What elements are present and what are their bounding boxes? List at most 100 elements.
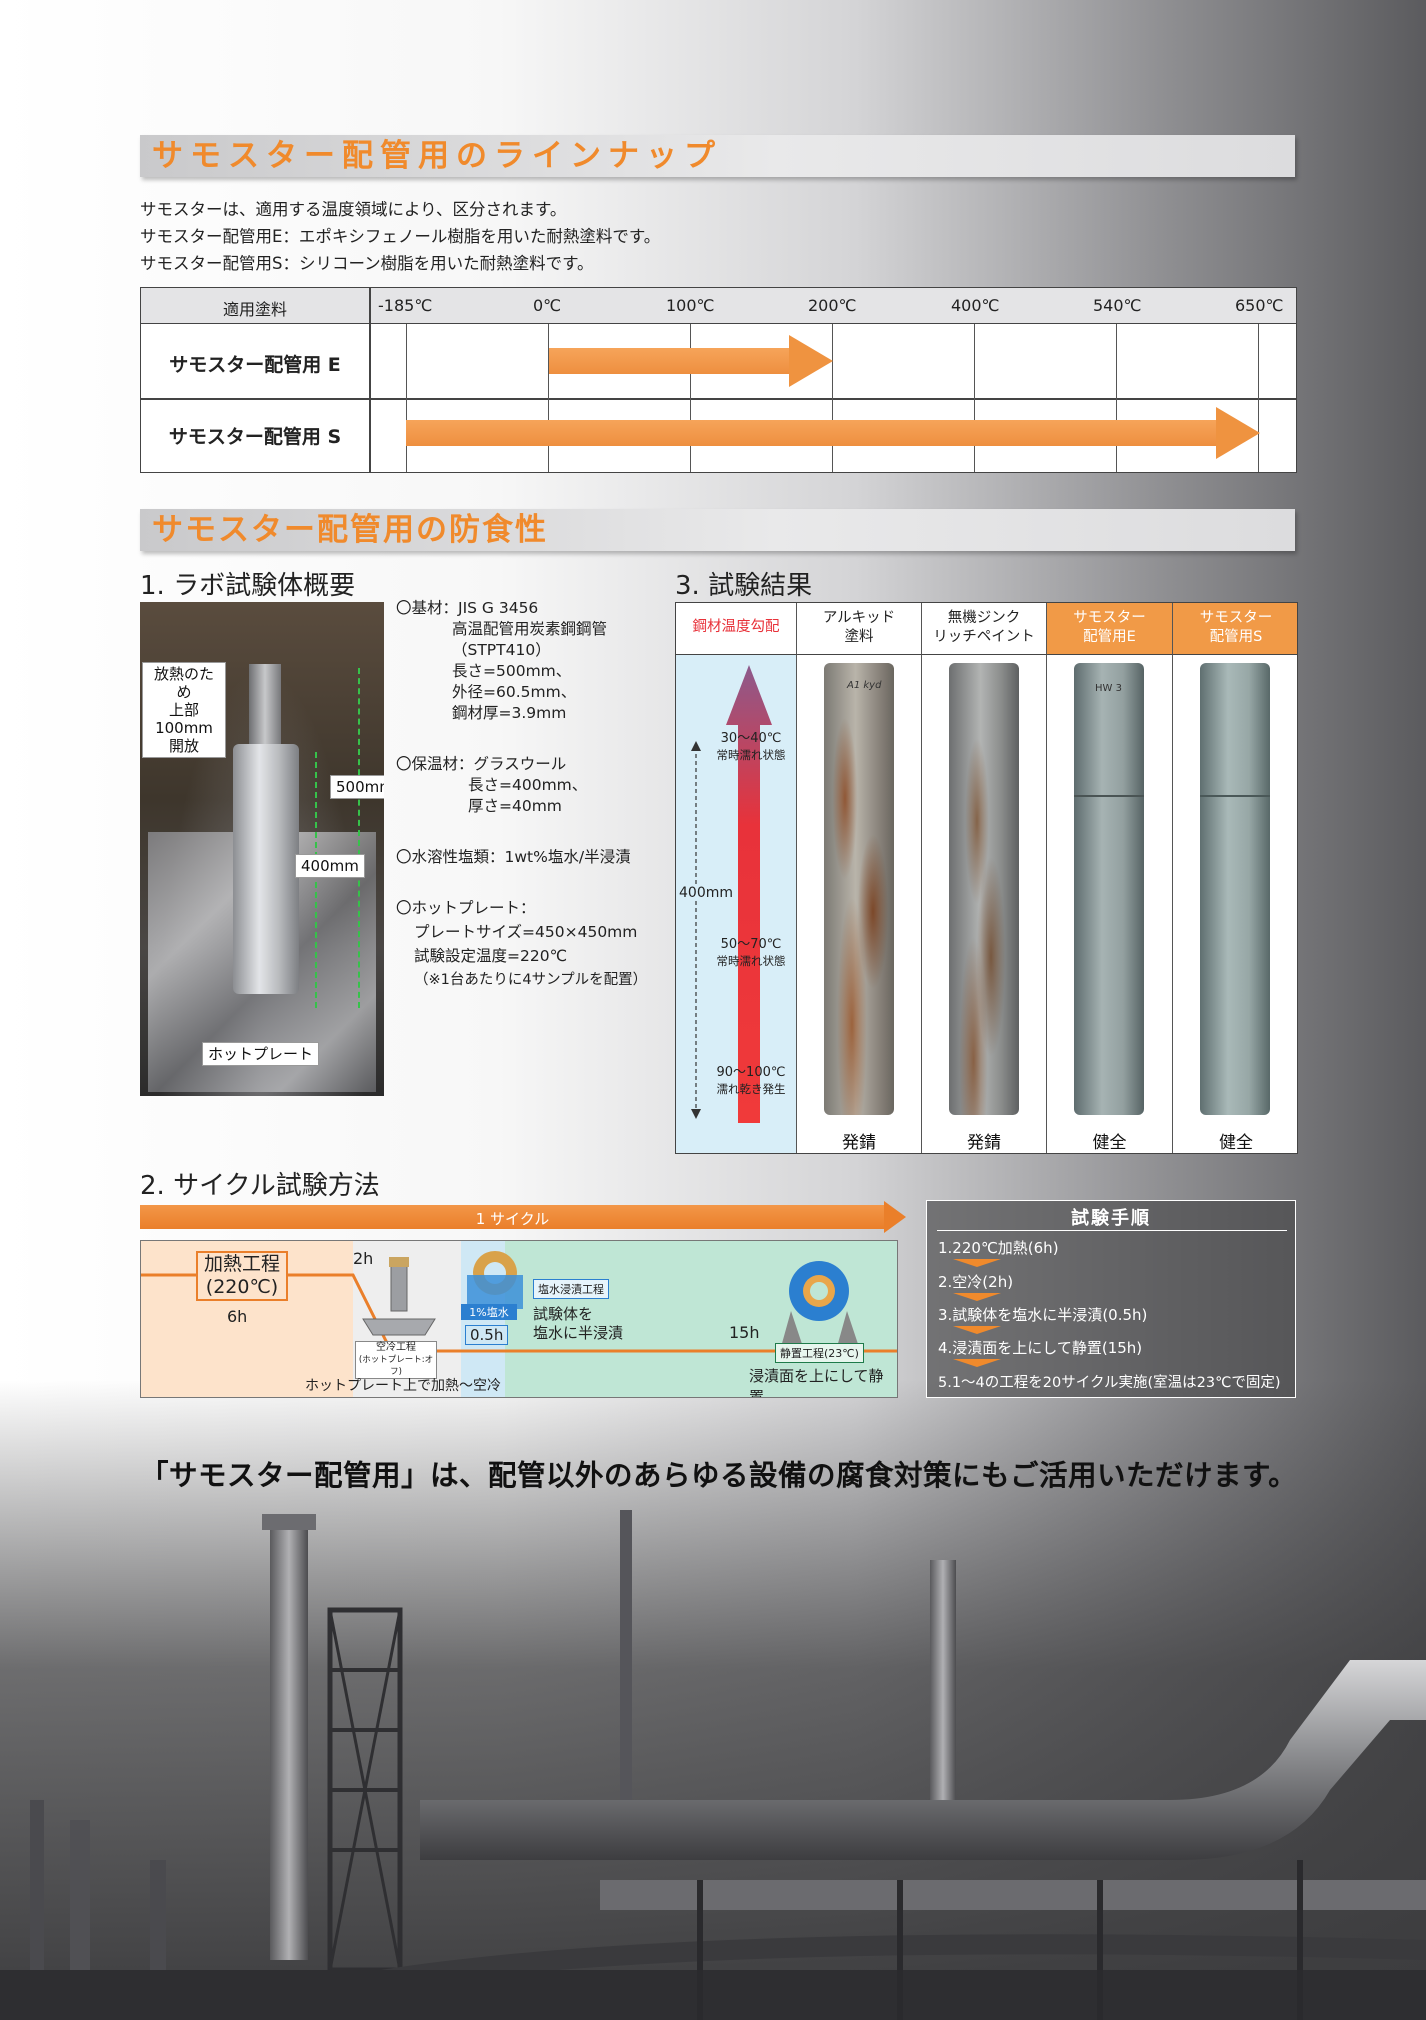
product-s-name: サモスター配管用 S <box>168 426 342 448</box>
cool-caption: ホットプレート上で加熱～空冷 <box>305 1378 501 1394</box>
healthy-specimen-s <box>1200 663 1270 1115</box>
spec-line: 厚さ=40mm <box>468 797 562 815</box>
lineup-header-label: 適用塗料 <box>222 300 287 319</box>
heat-label-line: (220℃) <box>205 1276 279 1298</box>
range-bar-e <box>549 335 833 387</box>
cycle-heading: 2. サイクル試験方法 <box>140 1171 380 1201</box>
specimen-band <box>1074 795 1144 797</box>
zone-state: 濡れ乾き発生 <box>716 1082 786 1096</box>
insulated-pipe <box>233 744 299 994</box>
result-label: 健全 <box>1092 1133 1127 1153</box>
procedure-step: 4.浸漬面を上にして静置(15h) <box>938 1339 1143 1357</box>
hotplate-icon <box>362 1257 436 1336</box>
col-header-line: 配管用E <box>1083 629 1136 645</box>
col-header-line: 塗料 <box>844 629 874 645</box>
spec-line: （※1台あたりに4サンプルを配置） <box>414 972 648 988</box>
closing-tagline: 「サモスター配管用」は、配管以外のあらゆる設備の腐食対策にもご活用いただけます。 <box>140 1459 1298 1492</box>
industrial-plant-image <box>0 1510 1426 2020</box>
rest-specimen-icon <box>781 1261 859 1347</box>
zone-label: 30～40℃ 常時濡れ状態 <box>714 731 788 763</box>
spec-line: 長さ=500mm、 <box>452 662 572 680</box>
open-label-line: 放熱のため <box>153 665 214 701</box>
column-divider <box>369 288 371 472</box>
tick-label: 100℃ <box>666 296 715 315</box>
rest-text: 浸漬面を上にして静置 <box>749 1367 884 1398</box>
dimension-line-400 <box>315 752 317 1008</box>
spec-line: 試験設定温度=220℃ <box>414 947 567 965</box>
specimen-column-zinc: 発錆 <box>922 655 1047 1153</box>
grid-line <box>406 324 407 472</box>
heat-process-label: 加熱工程 (220℃) <box>196 1251 289 1301</box>
lab-heading: 1. ラボ試験体概要 <box>140 571 356 601</box>
lineup-table-header-row <box>141 288 1296 324</box>
salt-time: 0.5h <box>465 1325 509 1345</box>
length-500-label: 500mm <box>330 775 384 799</box>
heat-label-line: 加熱工程 <box>204 1253 281 1275</box>
open-top-label: 放熱のため 上部100mm 開放 <box>142 662 226 758</box>
rest-process-tag: 静置工程(23℃) <box>775 1343 864 1363</box>
grid-line <box>1116 324 1117 472</box>
specimen-band <box>1200 795 1270 797</box>
dimension-line-500 <box>358 668 360 1008</box>
procedure-step: 5.1～4の工程を20サイクル実施(室温は23℃で固定) <box>938 1375 1281 1391</box>
grid-line <box>974 324 975 472</box>
col-header-line: 無機ジンク <box>947 610 1021 626</box>
spec-line: 高温配管用炭素鋼鋼管 <box>452 620 608 638</box>
cycle-banner-arrowhead <box>884 1201 906 1233</box>
zone-temp: 30～40℃ <box>720 731 782 746</box>
rusted-specimen-alkyd <box>824 663 894 1115</box>
spec-line: 外径=60.5mm、 <box>452 683 577 701</box>
lineup-section-header: サモスター配管用のラインナップ <box>140 135 1295 177</box>
temperature-gradient-arrow <box>691 665 772 1123</box>
col-header-line: サモスター <box>1199 610 1273 626</box>
zone-temp: 50～70℃ <box>720 937 782 952</box>
spec-line: 長さ=400mm、 <box>468 776 588 794</box>
tick-label: 400℃ <box>951 296 1000 315</box>
step-arrow <box>953 1326 1001 1334</box>
specimen-column-samostar-s: 健全 <box>1173 655 1297 1153</box>
salt-badge: 1%塩水 <box>461 1304 517 1320</box>
procedure-step: 2.空冷(2h) <box>938 1273 1014 1291</box>
immerse-text: 試験体を 塩水に半浸漬 <box>533 1305 623 1343</box>
grid-line <box>548 324 549 472</box>
procedure-title: 試験手順 <box>1071 1208 1151 1229</box>
intro-line: サモスターは、適用する温度領域により、区分されます。 <box>140 200 567 219</box>
result-label: 発錆 <box>842 1133 876 1153</box>
spec-line: 〇基材：JIS G 3456 <box>396 599 539 617</box>
immerse-process-tag: 塩水浸漬工程 <box>533 1279 609 1299</box>
result-label: 発錆 <box>967 1133 1001 1153</box>
cool-process-tag: 空冷工程 (ホットプレート:オフ) <box>355 1341 437 1379</box>
product-e-name: サモスター配管用 E <box>169 354 341 376</box>
bottom-shade <box>0 1380 1426 2020</box>
salt-bath-icon <box>467 1251 523 1309</box>
tick-label: 200℃ <box>808 296 857 315</box>
tick-label: 0℃ <box>533 296 562 315</box>
zone-state: 常時濡れ状態 <box>716 954 786 968</box>
lab-spec-list: 〇基材：JIS G 3456 高温配管用炭素鋼鋼管 （STPT410） 長さ=5… <box>396 598 647 991</box>
grid-line <box>832 324 833 472</box>
length-400-label: 400mm <box>295 854 365 878</box>
intro-line: サモスター配管用S：シリコーン樹脂を用いた耐熱塗料です。 <box>140 254 594 273</box>
specimen-mark: A1 kyd <box>847 680 882 691</box>
gradient-header: 鋼材温度勾配 <box>676 603 797 655</box>
cycle-banner-label: 1 サイクル <box>475 1210 550 1228</box>
spec-line: 〇水溶性塩類：1wt%塩水/半浸漬 <box>396 848 631 866</box>
specimen-mark: HW 3 <box>1095 683 1122 694</box>
zone-label: 50～70℃ 常時濡れ状態 <box>714 937 788 969</box>
lab-specimen-photo: 放熱のため 上部100mm 開放 500mm 400mm ホットプレート <box>140 602 384 1096</box>
cycle-diagram: 加熱工程 (220℃) 6h 2h 空冷工程 (ホットプレート:オフ) ホットプ… <box>140 1240 898 1398</box>
lineup-table: 適用塗料 -185℃ 0℃ 100℃ 200℃ 400℃ 540℃ 650℃ サ… <box>140 287 1297 473</box>
tick-label: 650℃ <box>1235 296 1284 315</box>
zone-temp: 90～100℃ <box>716 1065 786 1080</box>
cool-tag-line: (ホットプレート:オフ) <box>358 1355 434 1377</box>
grid-line <box>690 324 691 472</box>
tick-label: 540℃ <box>1093 296 1142 315</box>
rusted-specimen-zinc <box>949 663 1019 1115</box>
open-label-line: 上部100mm <box>155 701 213 737</box>
cycle-banner: 1 サイクル <box>140 1205 885 1229</box>
cool-time: 2h <box>353 1249 374 1268</box>
procedure-step: 3.試験体を塩水に半浸漬(0.5h) <box>938 1306 1148 1324</box>
results-heading: 3. 試験結果 <box>675 571 813 601</box>
heat-time: 6h <box>227 1307 248 1326</box>
row-divider <box>141 398 1296 400</box>
